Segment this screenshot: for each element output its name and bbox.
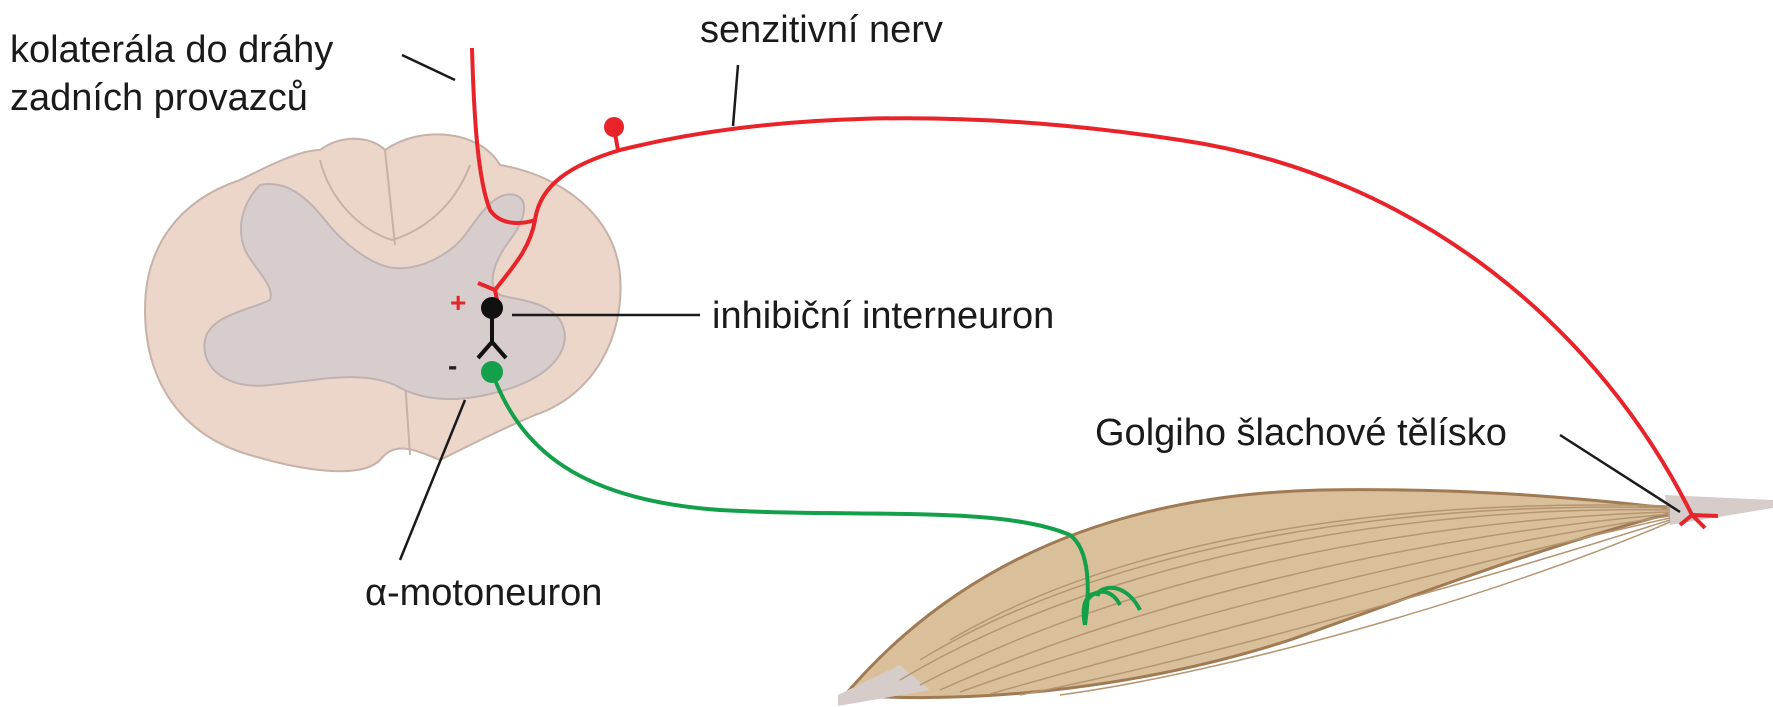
label-golgi-organ: Golgiho šlachové tělísko xyxy=(1095,412,1507,454)
label-collateral-line1: kolaterála do dráhy xyxy=(10,29,333,71)
excitatory-sign: + xyxy=(450,287,466,318)
muscle-tendon-right xyxy=(1665,495,1773,525)
spinal-cord-cross-section xyxy=(145,134,621,471)
label-collateral-line2: zadních provazců xyxy=(10,77,308,119)
muscle xyxy=(838,490,1773,706)
leader-collateral xyxy=(402,55,455,80)
label-motoneuron: α-motoneuron xyxy=(365,572,602,614)
label-interneuron: inhibiční interneuron xyxy=(712,295,1054,337)
sensory-nerve xyxy=(472,48,1718,528)
leader-sensory-nerve xyxy=(733,65,738,126)
sensory-nerve-main xyxy=(495,118,1692,515)
label-sensory-nerve: senzitivní nerv xyxy=(700,9,943,51)
dorsal-root-ganglion-cell xyxy=(604,117,624,137)
interneuron-soma xyxy=(481,297,503,319)
muscle-belly xyxy=(845,490,1685,698)
inhibitory-sign: - xyxy=(448,350,457,381)
